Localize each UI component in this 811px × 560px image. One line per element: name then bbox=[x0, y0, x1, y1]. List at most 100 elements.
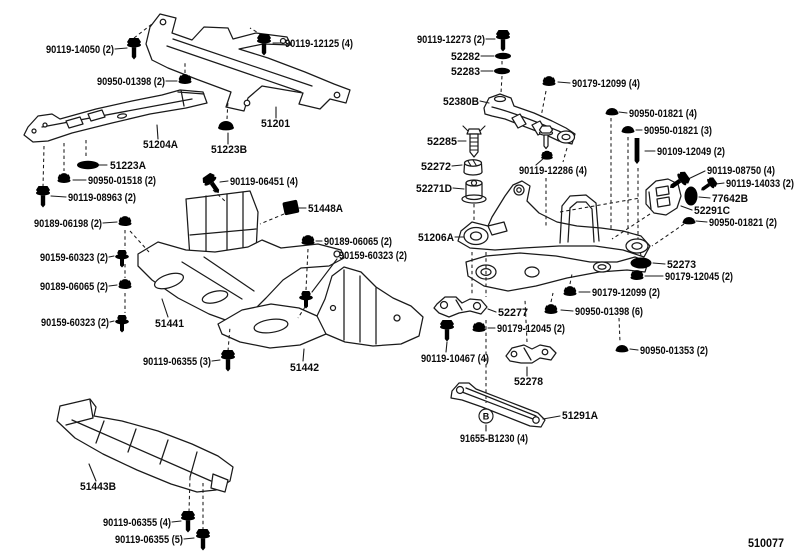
nut-icon bbox=[544, 304, 558, 314]
part-number-label: 90950-01821 (3) bbox=[644, 125, 712, 137]
part-number-label: 90189-06065 (2) bbox=[324, 236, 392, 248]
part-number-label: 51441 bbox=[155, 318, 184, 330]
nut-icon bbox=[118, 279, 132, 289]
part-number-label: 90189-06198 (2) bbox=[34, 218, 102, 230]
leader-lines bbox=[50, 38, 725, 540]
bolt-12286-drawing bbox=[538, 125, 554, 150]
part-number-label: 52285 bbox=[427, 136, 457, 148]
nut-icon bbox=[178, 74, 192, 84]
part-number-label: 52272 bbox=[421, 161, 451, 173]
part-number-label: 77642B bbox=[712, 193, 748, 205]
part-number-label: 90179-12099 (2) bbox=[592, 287, 660, 299]
bolt-icon bbox=[221, 350, 235, 372]
part-52285-pin bbox=[462, 125, 486, 158]
part-number-label: 51223A bbox=[110, 160, 146, 172]
part-number-label: 52273 bbox=[667, 259, 696, 271]
part-number-label: 90119-06355 (3) bbox=[143, 356, 211, 368]
bolt-icon bbox=[196, 529, 210, 551]
grommet-icon bbox=[684, 186, 698, 206]
washer-icon bbox=[494, 67, 510, 75]
part-number-label: 90119-08963 (2) bbox=[68, 192, 136, 204]
pad-icon bbox=[77, 160, 99, 170]
part-number-label: 90179-12045 (2) bbox=[665, 271, 733, 283]
part-number-label: 91655-B1230 (4) bbox=[460, 433, 528, 445]
part-number-label: 51291A bbox=[562, 410, 598, 422]
labels: 90119-14050 (2) 90119-12125 (4) 90950-01… bbox=[34, 34, 794, 550]
bolt-icon bbox=[200, 171, 225, 198]
part-number-label: 90119-14050 (2) bbox=[46, 44, 114, 56]
part-number-label: 52271D bbox=[416, 183, 452, 195]
clip-icon bbox=[282, 199, 300, 216]
part-number-label: 90189-06065 (2) bbox=[40, 281, 108, 293]
fastener-icons bbox=[36, 30, 719, 551]
part-number-label: 52282 bbox=[451, 51, 480, 63]
bolt-icon bbox=[36, 186, 50, 208]
part-number-label: 52283 bbox=[451, 66, 480, 78]
bolt-icon bbox=[181, 511, 195, 533]
part-number-label: 90950-01821 (2) bbox=[709, 217, 777, 229]
nut-icon bbox=[542, 76, 556, 86]
part-number-label: 90119-08750 (4) bbox=[707, 165, 775, 177]
part-number-label: 90159-60323 (2) bbox=[40, 252, 108, 264]
part-number-label: 90950-01398 (6) bbox=[575, 306, 643, 318]
part-number-label: 90179-12099 (4) bbox=[572, 78, 640, 90]
bolt-icon bbox=[496, 30, 510, 52]
part-number-label: 90119-06355 (4) bbox=[103, 517, 171, 529]
stud-icon bbox=[634, 138, 640, 164]
part-52271d-spacer bbox=[461, 179, 487, 204]
grommet-icon bbox=[218, 120, 234, 131]
part-number-label: 51204A bbox=[143, 139, 178, 151]
washer-icon bbox=[495, 52, 511, 60]
nut-icon bbox=[57, 173, 71, 183]
part-number-label: 51442 bbox=[290, 362, 319, 374]
nut-icon bbox=[541, 150, 553, 160]
nut-icon bbox=[301, 235, 315, 245]
part-number-label: 90159-60323 (2) bbox=[339, 250, 407, 262]
callout-b-label: B bbox=[483, 412, 490, 422]
part-number-label: 90119-10467 (4) bbox=[421, 353, 489, 365]
grommet-icon bbox=[615, 345, 629, 353]
part-number-label: 90119-12286 (4) bbox=[519, 165, 587, 177]
part-52278-bracket bbox=[505, 344, 557, 364]
part-number-label: 90109-12049 (2) bbox=[657, 146, 725, 158]
part-number-label: 52277 bbox=[498, 307, 528, 319]
screw-icon bbox=[115, 315, 129, 333]
part-number-label: 90179-12045 (2) bbox=[497, 323, 565, 335]
nut-icon bbox=[563, 286, 577, 296]
screw-icon bbox=[299, 291, 313, 309]
retainer-icon bbox=[630, 257, 652, 269]
part-number-label: 90950-01821 (4) bbox=[629, 108, 697, 120]
part-number-label: 90950-01353 (2) bbox=[640, 345, 708, 357]
part-number-label: 51443B bbox=[80, 481, 116, 493]
part-52277-brace bbox=[433, 296, 488, 318]
bolt-icon bbox=[440, 320, 454, 342]
part-51443b-front-lower-cover bbox=[56, 398, 234, 493]
grommet-icon bbox=[605, 108, 619, 116]
bolt-icon bbox=[127, 38, 141, 60]
part-number-label: 90119-12125 (4) bbox=[285, 38, 353, 50]
part-number-label: 90950-01518 (2) bbox=[88, 175, 156, 187]
nut-icon bbox=[472, 322, 486, 332]
grommet-icon bbox=[682, 217, 696, 225]
part-number-label: 51201 bbox=[261, 118, 290, 130]
part-51442-engine-under-cover-rh bbox=[217, 266, 424, 349]
part-number-label: 90119-12273 (2) bbox=[417, 34, 485, 46]
part-51291a-center-member bbox=[450, 382, 546, 428]
grommet-icon bbox=[621, 126, 635, 134]
part-number-label: 51223B bbox=[211, 144, 247, 156]
nut-icon bbox=[630, 270, 644, 280]
assembly-dashed-lines bbox=[42, 23, 685, 529]
screw-icon bbox=[115, 250, 129, 268]
callout-b-circle bbox=[478, 408, 494, 424]
bolt-icon bbox=[697, 175, 719, 195]
part-52272-insulator bbox=[463, 159, 483, 176]
part-number-label: 51206A bbox=[418, 232, 454, 244]
part-51204a-lower-crossmember bbox=[23, 89, 208, 143]
part-number-label: 51448A bbox=[308, 203, 343, 215]
part-52380b-rear-member-bracket bbox=[483, 93, 576, 145]
part-number-label: 90119-14033 (2) bbox=[726, 178, 794, 190]
part-number-label: 90119-06451 (4) bbox=[230, 176, 298, 188]
part-number-label: 52291C bbox=[694, 205, 730, 217]
part-51206a-rear-suspension-member bbox=[457, 180, 651, 292]
